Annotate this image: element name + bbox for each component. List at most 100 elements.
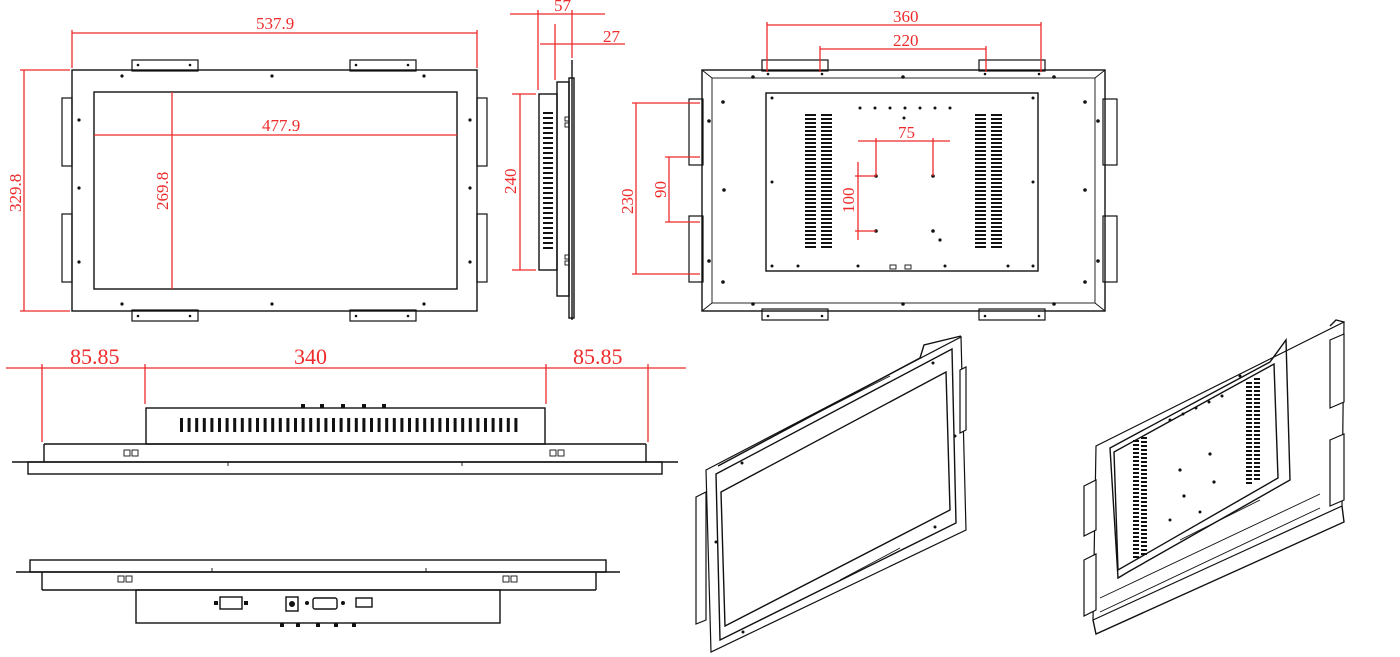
- vent-slot: [1133, 464, 1139, 466]
- vent-slot: [805, 154, 816, 156]
- vent-slot: [1141, 461, 1147, 463]
- vent-slot: [1141, 521, 1147, 523]
- vent-slot: [543, 177, 553, 179]
- vent-slot: [476, 418, 480, 432]
- rear-vesa-horizontal: 75: [898, 123, 915, 142]
- vent-slot: [1141, 469, 1147, 471]
- vent-slot: [821, 234, 832, 236]
- vent-slot: [1254, 390, 1260, 392]
- vent-slot: [1254, 478, 1260, 480]
- vent-slot: [821, 202, 832, 204]
- vent-slot: [1133, 524, 1139, 526]
- front-overall-height: 329.8: [6, 174, 25, 212]
- vent-slot: [1133, 440, 1139, 442]
- vent-slot: [543, 237, 553, 239]
- vent-slot: [499, 418, 503, 432]
- vent-slot: [543, 117, 553, 119]
- vent-slot: [805, 134, 816, 136]
- vent-slot: [821, 238, 832, 240]
- vent-slot: [805, 198, 816, 200]
- vent-slot: [975, 174, 986, 176]
- vent-slot: [821, 218, 832, 220]
- vent-slot: [975, 178, 986, 180]
- vent-slot: [543, 217, 553, 219]
- vent-slot: [991, 202, 1002, 204]
- vent-slot: [991, 190, 1002, 192]
- rear-bracket-outer: 360: [893, 7, 919, 26]
- vent-slot: [991, 210, 1002, 212]
- vent-slot: [975, 122, 986, 124]
- vent-slot: [1254, 402, 1260, 404]
- iso-rear-view: [1083, 319, 1345, 635]
- vent-slot: [1133, 540, 1139, 542]
- vent-slot: [991, 174, 1002, 176]
- vent-slot: [975, 226, 986, 228]
- vent-slot: [543, 152, 553, 154]
- vent-slot: [1141, 533, 1147, 535]
- vent-slot: [543, 247, 553, 249]
- vent-slot: [805, 166, 816, 168]
- vent-slot: [1141, 493, 1147, 495]
- vent-slot: [1141, 445, 1147, 447]
- vent-slot: [1141, 485, 1147, 487]
- vent-slot: [1246, 454, 1252, 456]
- vent-slot: [975, 138, 986, 140]
- bottom-view: [16, 559, 620, 627]
- vent-slot: [1254, 422, 1260, 424]
- vent-slot: [805, 122, 816, 124]
- top-center-width: 340: [294, 344, 327, 369]
- vent-slot: [1141, 537, 1147, 539]
- vent-slot: [805, 214, 816, 216]
- vent-slot: [821, 126, 832, 128]
- vent-slot: [1246, 386, 1252, 388]
- vent-slot: [991, 206, 1002, 208]
- vent-slot: [1141, 517, 1147, 519]
- vent-slot: [1141, 457, 1147, 459]
- vent-slot: [821, 166, 832, 168]
- vent-slot: [543, 187, 553, 189]
- vent-slot: [1133, 508, 1139, 510]
- vent-slot: [543, 182, 553, 184]
- vent-slot: [1246, 434, 1252, 436]
- vent-slot: [805, 230, 816, 232]
- vent-slot: [991, 158, 1002, 160]
- vent-slot: [821, 158, 832, 160]
- vent-slot: [1254, 410, 1260, 412]
- vent-slot: [991, 166, 1002, 168]
- vent-slot: [543, 112, 553, 114]
- vent-slot: [1141, 449, 1147, 451]
- vent-slot: [1246, 422, 1252, 424]
- vent-slot: [991, 194, 1002, 196]
- front-view: 537.9 329.8 477.9 269.8: [6, 14, 488, 322]
- vent-slot: [805, 170, 816, 172]
- vent-slot: [1246, 470, 1252, 472]
- vent-slot: [392, 418, 396, 432]
- vent-slot: [975, 210, 986, 212]
- vent-slot: [1133, 444, 1139, 446]
- vent-slot: [1141, 545, 1147, 547]
- vent-slot: [1141, 489, 1147, 491]
- vent-slot: [975, 162, 986, 164]
- vent-slot: [805, 194, 816, 196]
- vent-slot: [1133, 500, 1139, 502]
- vent-slot: [180, 418, 183, 432]
- vent-slot: [195, 418, 199, 432]
- vent-slot: [975, 230, 986, 232]
- vent-slot: [991, 130, 1002, 132]
- vent-slot: [975, 198, 986, 200]
- vent-slot: [1141, 553, 1147, 555]
- vent-slot: [1133, 552, 1139, 554]
- vent-slot: [461, 418, 465, 432]
- vent-slot: [821, 174, 832, 176]
- side-housing-height: 240: [501, 169, 520, 195]
- vent-slot: [975, 218, 986, 220]
- vent-slot: [543, 147, 553, 149]
- vent-slot: [347, 418, 351, 432]
- vent-slot: [805, 178, 816, 180]
- vent-slot: [805, 210, 816, 212]
- vent-slot: [1141, 549, 1147, 551]
- vent-slot: [821, 186, 832, 188]
- vent-slot: [1246, 410, 1252, 412]
- vent-slot: [543, 137, 553, 139]
